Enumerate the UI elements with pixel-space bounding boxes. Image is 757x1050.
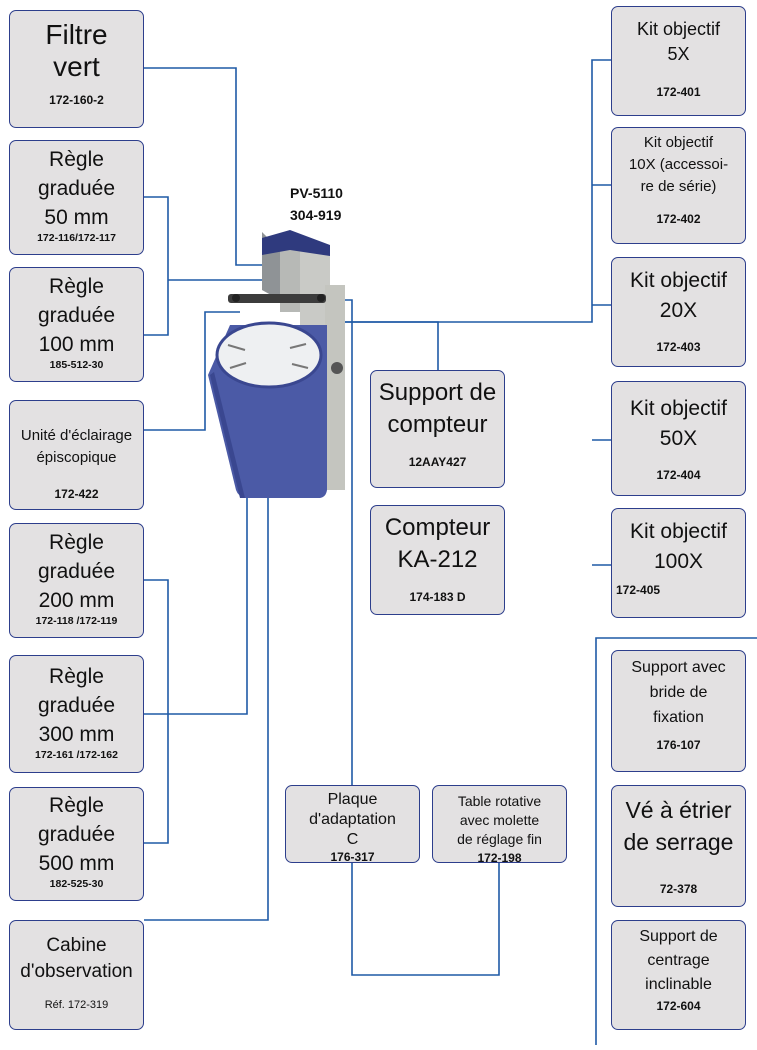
- accessory-kit-20x: Kit objectif 20X 172-403: [611, 257, 746, 367]
- accessory-code: 185-512-30: [49, 359, 104, 371]
- accessory-label: Table rotative avec molette de réglage f…: [457, 793, 542, 847]
- accessory-table-rotative: Table rotative avec molette de réglage f…: [432, 785, 567, 865]
- accessory-support-centrage: Support de centrage inclinable 172-604: [611, 920, 746, 1030]
- accessory-label: Règle graduée 500 mm: [37, 794, 116, 875]
- accessory-code: 12AAY427: [408, 455, 467, 469]
- accessory-label: Filtre vert: [45, 19, 108, 82]
- accessory-code: 176-317: [330, 850, 375, 864]
- accessory-code: 172-198: [477, 851, 522, 865]
- accessory-code: 172-405: [616, 583, 661, 597]
- accessory-label: Unité d'éclairage épiscopique: [20, 427, 133, 466]
- accessory-cabine: Cabine d'observation Réf. 172-319: [9, 920, 144, 1030]
- accessory-regle-500: Règle graduée 500 mm 182-525-30: [9, 787, 144, 901]
- accessory-filtre-vert: Filtre vert 172-160-2: [9, 10, 144, 128]
- accessory-label: Kit objectif 100X: [630, 520, 727, 573]
- accessory-kit-100x: Kit objectif 100X 172-405: [611, 508, 746, 618]
- accessory-label: Support avec bride de fixation: [631, 659, 726, 726]
- accessory-kit-50x: Kit objectif 50X 172-404: [611, 381, 746, 496]
- accessory-code: 72-378: [659, 882, 698, 896]
- line-regles-200-500: [144, 579, 169, 844]
- accessory-kit-5x: Kit objectif 5X 172-401: [611, 6, 746, 116]
- accessory-regle-50: Règle graduée 50 mm 172-116/172-117: [9, 140, 144, 255]
- line-cabine: [144, 480, 269, 921]
- accessory-label: Cabine d'observation: [20, 935, 133, 982]
- accessory-compteur: Compteur KA-212 174-183 D: [370, 505, 505, 615]
- line-table-rotative: [351, 863, 500, 976]
- accessory-code: 172-403: [656, 340, 701, 354]
- model-code: 304-919: [290, 207, 342, 223]
- accessory-label: Règle graduée 300 mm: [37, 665, 116, 746]
- accessory-label: Règle graduée 200 mm: [37, 531, 116, 612]
- accessory-code: 172-404: [656, 468, 701, 482]
- accessory-label: Vé à étrier de serrage: [623, 797, 734, 855]
- accessory-plaque: Plaque d'adaptation C 176-317: [285, 785, 420, 864]
- model-label: PV-5110 304-919: [290, 182, 343, 226]
- line-supports-bus: [595, 637, 757, 1045]
- accessory-ve-etrier: Vé à étrier de serrage 72-378: [611, 785, 746, 907]
- accessory-support-compteur: Support de compteur 12AAY427: [370, 370, 505, 488]
- accessory-code: Réf. 172-319: [44, 999, 109, 1011]
- accessory-label: Kit objectif 10X (accessoi- re de série): [628, 134, 729, 195]
- accessory-code: 176-107: [656, 738, 701, 752]
- accessory-regle-300: Règle graduée 300 mm 172-161 /172-162: [9, 655, 144, 773]
- accessory-code: 172-422: [54, 487, 99, 501]
- accessory-label: Support de centrage inclinable: [639, 928, 718, 993]
- accessory-kit-10x: Kit objectif 10X (accessoi- re de série)…: [611, 127, 746, 244]
- accessory-label: Support de compteur: [378, 379, 497, 438]
- accessory-code: 172-401: [656, 85, 701, 99]
- accessory-label: Kit objectif 5X: [636, 19, 721, 64]
- line-kits-bus: [300, 59, 611, 566]
- accessory-eclairage: Unité d'éclairage épiscopique 172-422: [9, 400, 144, 510]
- accessory-label: Kit objectif 20X: [630, 269, 727, 322]
- accessory-code: 172-161 /172-162: [35, 749, 118, 761]
- accessory-support-bride: Support avec bride de fixation 176-107: [611, 650, 746, 772]
- accessory-label: Règle graduée 100 mm: [37, 275, 116, 356]
- accessory-code: 174-183 D: [409, 590, 466, 604]
- accessory-code: 172-402: [656, 212, 701, 226]
- accessory-code: 172-604: [656, 999, 701, 1013]
- accessory-label: Règle graduée 50 mm: [37, 148, 116, 229]
- line-eclairage: [144, 311, 240, 431]
- accessory-label: Compteur KA-212: [384, 514, 491, 573]
- accessory-regle-200: Règle graduée 200 mm 172-118 /172-119: [9, 523, 144, 638]
- accessory-label: Plaque d'adaptation C: [309, 791, 396, 848]
- accessory-code: 172-116/172-117: [37, 232, 116, 244]
- accessory-regle-100: Règle graduée 100 mm 185-512-30: [9, 267, 144, 382]
- accessory-code: 182-525-30: [49, 878, 104, 890]
- accessory-code: 172-160-2: [49, 93, 104, 107]
- model-name: PV-5110: [290, 185, 343, 201]
- accessory-code: 172-118 /172-119: [35, 615, 118, 627]
- accessory-label: Kit objectif 50X: [630, 397, 727, 450]
